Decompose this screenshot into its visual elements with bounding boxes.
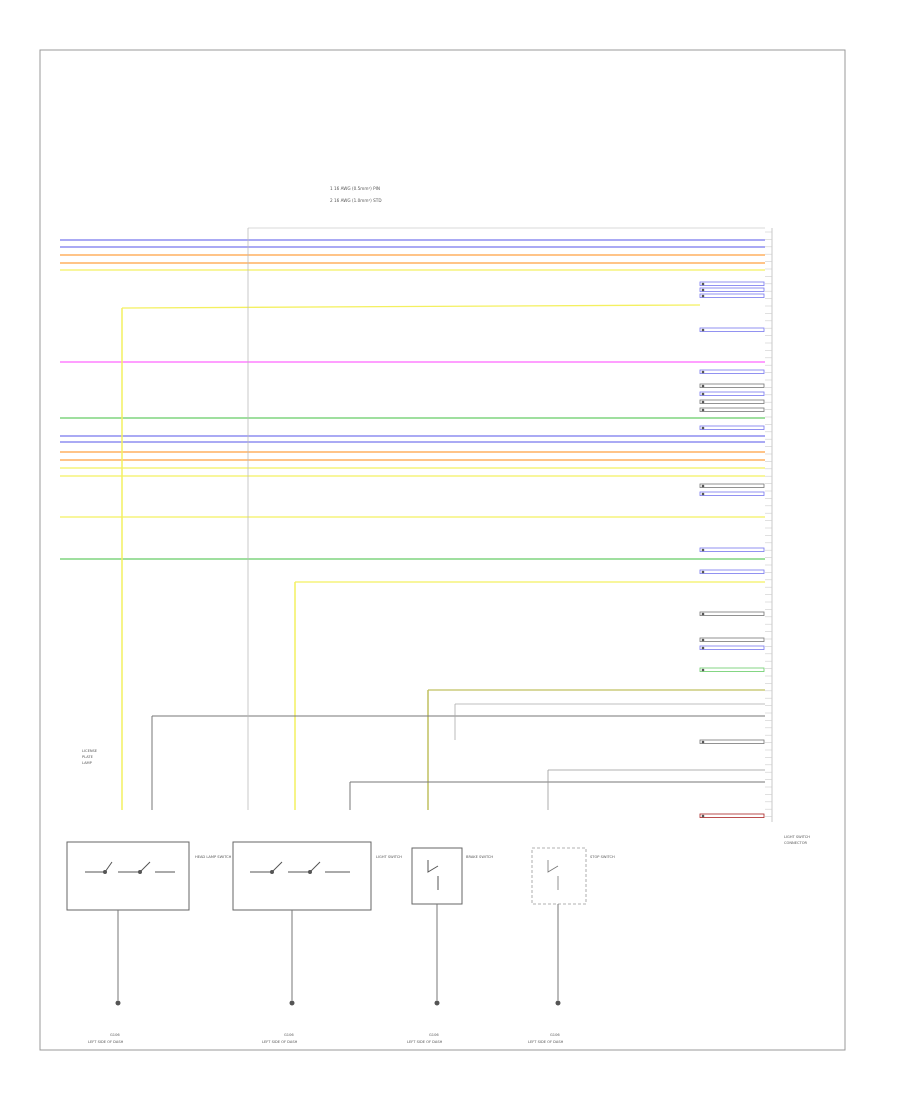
pin-dot xyxy=(701,646,705,650)
pin-dot xyxy=(701,492,705,496)
pin-dot xyxy=(701,294,705,298)
pin-dot xyxy=(701,282,705,286)
pin-dot xyxy=(701,288,705,292)
component-box-2 xyxy=(232,841,372,911)
pin-marker xyxy=(699,391,765,396)
component-name: HEAD LAMP SWITCH xyxy=(195,855,232,859)
pin-dot xyxy=(701,548,705,552)
component-name: BRAKE SWITCH xyxy=(466,855,493,859)
connector-label-1: LIGHT SWITCH xyxy=(784,835,810,839)
ground-sublabel: LEFT SIDE OF DASH xyxy=(528,1040,564,1044)
pin-marker xyxy=(699,547,765,552)
pin-dot xyxy=(701,570,705,574)
legend-line-2: 2 16 AWG (1.0mm²) STD xyxy=(330,198,382,203)
ground-label: G106 xyxy=(284,1033,294,1037)
pin-marker xyxy=(699,369,765,374)
pin-marker xyxy=(699,327,765,332)
pin-markers xyxy=(699,231,772,818)
pin-dot xyxy=(701,400,705,404)
pin-marker xyxy=(699,645,765,650)
side-label-3: LAMP xyxy=(82,761,93,765)
ground-sublabel: LEFT SIDE OF DASH xyxy=(407,1040,443,1044)
ground-label: G106 xyxy=(429,1033,439,1037)
pin-marker xyxy=(699,287,765,292)
ground-sublabel: LEFT SIDE OF DASH xyxy=(88,1040,124,1044)
pin-dot xyxy=(701,484,705,488)
diagram-frame xyxy=(39,49,846,1051)
side-label-2: PLATE xyxy=(82,755,94,759)
pin-marker xyxy=(699,637,765,642)
pin-marker xyxy=(699,491,765,496)
component-box-4 xyxy=(531,847,587,905)
pin-dot xyxy=(701,638,705,642)
pin-dot xyxy=(701,384,705,388)
pin-marker xyxy=(699,281,765,286)
pin-marker xyxy=(699,425,765,430)
connector-label-2: CONNECTOR xyxy=(784,841,808,845)
side-label-1: LICENSE xyxy=(82,749,98,753)
ground-sublabel: LEFT SIDE OF DASH xyxy=(262,1040,298,1044)
pin-marker xyxy=(699,407,765,412)
pin-marker xyxy=(699,293,765,298)
component-name: STOP SWITCH xyxy=(590,855,615,859)
pin-dot xyxy=(701,668,705,672)
pin-marker xyxy=(699,667,765,672)
component-box-1 xyxy=(66,841,190,911)
pin-marker xyxy=(699,611,765,616)
pin-dot xyxy=(701,612,705,616)
pin-marker xyxy=(699,739,765,744)
pin-marker xyxy=(699,399,765,404)
pin-dot xyxy=(701,740,705,744)
pin-marker xyxy=(699,383,765,388)
pin-dot xyxy=(701,392,705,396)
wire-group xyxy=(60,239,765,583)
component-box-3 xyxy=(411,847,463,905)
pin-dot xyxy=(701,814,705,818)
ground-label: G106 xyxy=(550,1033,560,1037)
component-name: LIGHT SWITCH xyxy=(376,855,402,859)
ground-label: G106 xyxy=(110,1033,120,1037)
pin-dot xyxy=(701,328,705,332)
pin-marker xyxy=(699,813,765,818)
legend-line-1: 1 16 AWG (0.5mm²) PIN xyxy=(330,186,380,191)
pin-marker xyxy=(699,569,765,574)
switch-glyph-3 xyxy=(427,860,439,890)
pin-dot xyxy=(701,370,705,374)
switch-glyph-4 xyxy=(547,860,559,890)
switch-glyph-2 xyxy=(250,861,350,874)
ground-leads xyxy=(117,904,559,1000)
pin-marker xyxy=(699,483,765,488)
ground-symbols xyxy=(115,1000,561,1006)
switch-glyph-1 xyxy=(85,861,175,874)
pin-dot xyxy=(701,408,705,412)
pin-dot xyxy=(701,426,705,430)
wire-yellow-top xyxy=(121,304,701,309)
